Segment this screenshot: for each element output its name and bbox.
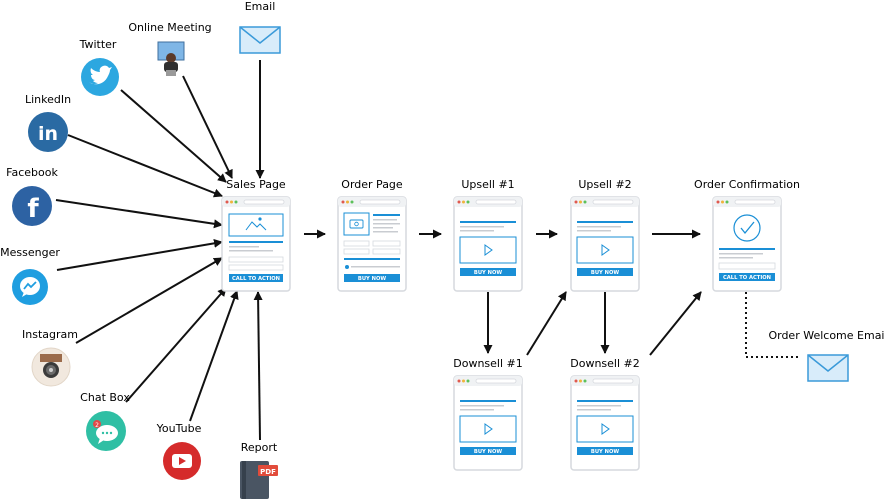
confirmation-cta-label: CALL TO ACTION xyxy=(723,275,771,281)
order-welcome-email: Order Welcome Email xyxy=(768,329,885,382)
arrow-confirm-to-welcome-email xyxy=(745,292,800,358)
chat-bubble-icon: 2 xyxy=(86,411,126,451)
youtube-play-icon xyxy=(163,442,201,480)
downsell-2-buy-button[interactable] xyxy=(577,447,633,455)
image-placeholder-icon xyxy=(228,213,284,237)
arrow-chatbox-to-sales xyxy=(125,287,227,403)
source-label-twitter: Twitter xyxy=(79,38,117,51)
downsell-2-buy-label: BUY NOW xyxy=(591,449,619,455)
envelope-icon xyxy=(239,26,281,54)
webinar-presenter-icon xyxy=(157,41,185,76)
arrow-youtube-to-sales xyxy=(189,290,239,422)
source-label-chat-box: Chat Box xyxy=(80,391,130,404)
svg-text:f: f xyxy=(27,194,39,224)
instagram-camera-icon xyxy=(31,347,71,387)
linkedin-in-icon: in xyxy=(28,112,68,152)
video-play-icon xyxy=(576,415,634,443)
source-messenger: Messenger xyxy=(0,246,60,305)
source-chat-box: Chat Box 2 xyxy=(80,391,130,451)
page-label-upsell-2: Upsell #2 xyxy=(578,178,631,191)
source-twitter: Twitter xyxy=(79,38,119,96)
source-label-report: Report xyxy=(241,441,278,454)
source-label-facebook: Facebook xyxy=(6,166,58,179)
source-report: Report PDF xyxy=(240,441,278,499)
upsell-1-buy-button[interactable] xyxy=(460,268,516,276)
sales-cta-button[interactable] xyxy=(229,274,283,282)
source-label-youtube: YouTube xyxy=(156,422,202,435)
page-label-order-confirmation: Order Confirmation xyxy=(694,178,800,191)
arrow-meeting-to-sales xyxy=(182,75,233,179)
order-buy-button[interactable] xyxy=(344,274,400,282)
page-label-downsell-2: Downsell #2 xyxy=(570,357,640,370)
upsell-2-buy-label: BUY NOW xyxy=(591,270,619,276)
source-email: Email xyxy=(239,0,281,54)
page-label-sales: Sales Page xyxy=(226,178,286,191)
source-label-instagram: Instagram xyxy=(22,328,78,341)
upsell-1-buy-label: BUY NOW xyxy=(474,270,502,276)
source-youtube: YouTube xyxy=(156,422,202,480)
page-label-order: Order Page xyxy=(341,178,403,191)
page-card-upsell-2: Upsell #2 BUY NOW xyxy=(570,178,640,292)
arrow-report-to-sales xyxy=(253,291,263,441)
envelope-icon xyxy=(807,354,849,382)
source-arrows xyxy=(55,60,265,441)
arrow-instagram-to-sales xyxy=(75,257,223,344)
page-card-sales: Sales Page CALL TO ACTION xyxy=(221,178,291,292)
chat-badge-count: 2 xyxy=(95,422,99,429)
facebook-f-icon: f xyxy=(12,186,52,226)
video-play-icon xyxy=(459,415,517,443)
pdf-book-icon: PDF xyxy=(240,461,278,499)
upsell-2-buy-button[interactable] xyxy=(577,268,633,276)
source-instagram: Instagram xyxy=(22,328,78,387)
source-label-email: Email xyxy=(245,0,276,13)
page-card-order-confirmation: Order Confirmation CALL TO ACTION xyxy=(694,178,800,292)
confirmation-cta-button[interactable] xyxy=(719,273,775,281)
pdf-badge-label: PDF xyxy=(260,468,276,476)
source-label-messenger: Messenger xyxy=(0,246,60,259)
source-label-linkedin: LinkedIn xyxy=(25,93,71,106)
page-card-upsell-1: Upsell #1 BUY NOW xyxy=(453,178,523,292)
downsell-1-buy-button[interactable] xyxy=(460,447,516,455)
source-facebook: Facebook f xyxy=(6,166,58,226)
source-online-meeting: Online Meeting xyxy=(128,21,212,76)
funnel-arrows xyxy=(304,229,800,358)
page-label-upsell-1: Upsell #1 xyxy=(461,178,514,191)
checkmark-circle-icon xyxy=(733,214,761,242)
sales-cta-label: CALL TO ACTION xyxy=(232,276,280,282)
video-play-icon xyxy=(459,236,517,264)
arrow-downsell2-to-confirm xyxy=(649,291,702,356)
welcome-email-label: Order Welcome Email xyxy=(768,329,885,342)
arrow-facebook-to-sales xyxy=(55,199,223,229)
messenger-bolt-icon xyxy=(12,269,48,305)
page-card-downsell-2: Downsell #2 BUY NOW xyxy=(570,357,640,471)
page-card-order: Order Page BUY NOW xyxy=(337,178,407,292)
svg-text:in: in xyxy=(38,123,58,145)
product-thumbnail-icon xyxy=(343,212,370,236)
arrow-linkedin-to-sales xyxy=(67,134,223,198)
arrow-twitter-to-sales xyxy=(120,89,227,183)
order-buy-label: BUY NOW xyxy=(358,276,386,282)
source-linkedin: LinkedIn in xyxy=(25,93,71,152)
downsell-1-buy-label: BUY NOW xyxy=(474,449,502,455)
video-play-icon xyxy=(576,236,634,264)
twitter-bird-icon xyxy=(81,58,119,96)
arrow-downsell1-to-upsell2 xyxy=(526,291,567,356)
page-card-downsell-1: Downsell #1 BUY NOW xyxy=(453,357,523,471)
page-label-downsell-1: Downsell #1 xyxy=(453,357,523,370)
source-label-online-meeting: Online Meeting xyxy=(128,21,211,34)
arrow-messenger-to-sales xyxy=(56,238,223,271)
